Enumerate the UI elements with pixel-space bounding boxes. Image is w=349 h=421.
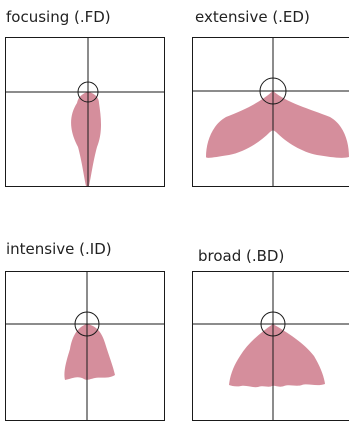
panel-extensive: [192, 37, 349, 187]
intensive-shape: [64, 324, 115, 380]
label-focusing: focusing (.FD): [6, 10, 111, 25]
label-broad: broad (.BD): [198, 249, 284, 264]
panel-broad: [192, 271, 349, 421]
broad-shape: [229, 324, 325, 387]
extensive-shape: [206, 91, 349, 158]
focusing-shape: [71, 92, 101, 186]
panel-focusing: [5, 37, 165, 187]
extensive-pattern-figure: [192, 37, 349, 187]
panel-intensive: [5, 271, 165, 421]
intensive-pattern-figure: [5, 271, 165, 421]
label-intensive: intensive (.ID): [6, 242, 112, 257]
broad-pattern-figure: [192, 271, 349, 421]
focusing-pattern-figure: [5, 37, 165, 187]
label-extensive: extensive (.ED): [195, 10, 310, 25]
